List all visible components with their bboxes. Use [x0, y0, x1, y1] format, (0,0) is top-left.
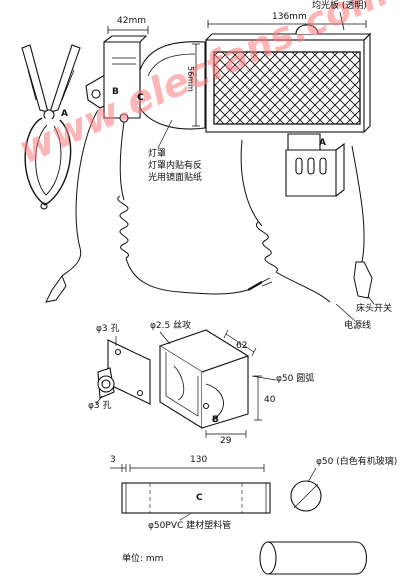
shade-label-3: 光用镜面贴纸: [148, 173, 203, 183]
bed-switch-label: 床头开关: [356, 304, 393, 314]
box-detail: [158, 329, 250, 429]
dim-40-label: 40: [264, 395, 276, 405]
spring-clip: [21, 44, 121, 210]
clip-letter-b: B: [112, 87, 119, 97]
unit-label: 单位: mm: [122, 554, 164, 564]
tube-drawing: [121, 480, 322, 514]
bracket-letter-a: A: [319, 138, 326, 148]
clip-letter-a: A: [61, 109, 68, 119]
leaders-top: [157, 119, 375, 321]
mid-dimensions: [115, 329, 277, 438]
tube-material-label: φ50PVC 建材塑料管: [148, 521, 232, 531]
dim-3-label: 3: [110, 455, 116, 465]
lamp-holder: [103, 35, 206, 130]
arc-50-label: φ50 圆弧: [276, 374, 315, 384]
power-cord-label: 电源线: [344, 321, 372, 331]
box-letter-b: B: [212, 415, 219, 425]
bracket-a: [285, 133, 345, 197]
hole-3-top-label: φ3 孔: [96, 324, 120, 334]
tube-letter-c: C: [196, 493, 203, 503]
shade-label-2: 灯罩内贴有反: [148, 161, 203, 171]
diffuser-label: 均光板 (透明): [312, 1, 367, 11]
top-dimensions: [107, 11, 367, 127]
tap-25-label: φ2.5 丝攻: [150, 321, 192, 331]
shade-label-1: 灯罩: [148, 149, 167, 159]
end-cap-label: φ50 (白色有机玻璃): [316, 457, 398, 467]
end-plate-detail: [95, 339, 151, 405]
dim-130-label: 130: [190, 455, 208, 465]
hole-3-bottom-label: φ3 孔: [88, 401, 112, 411]
bottom-dimensions: [110, 464, 317, 521]
cylinder-icon: [259, 541, 368, 575]
clip-letter-c: C: [137, 93, 144, 103]
dim-136-label: 136mm: [272, 12, 307, 22]
dim-56-label: 56mm: [186, 66, 195, 92]
dim-62-label: 62: [236, 341, 248, 351]
diffuser-box: [205, 24, 372, 133]
power-cords: [45, 109, 373, 303]
dim-42-label: 42mm: [117, 16, 146, 26]
dim-29-label: 29: [220, 436, 232, 446]
